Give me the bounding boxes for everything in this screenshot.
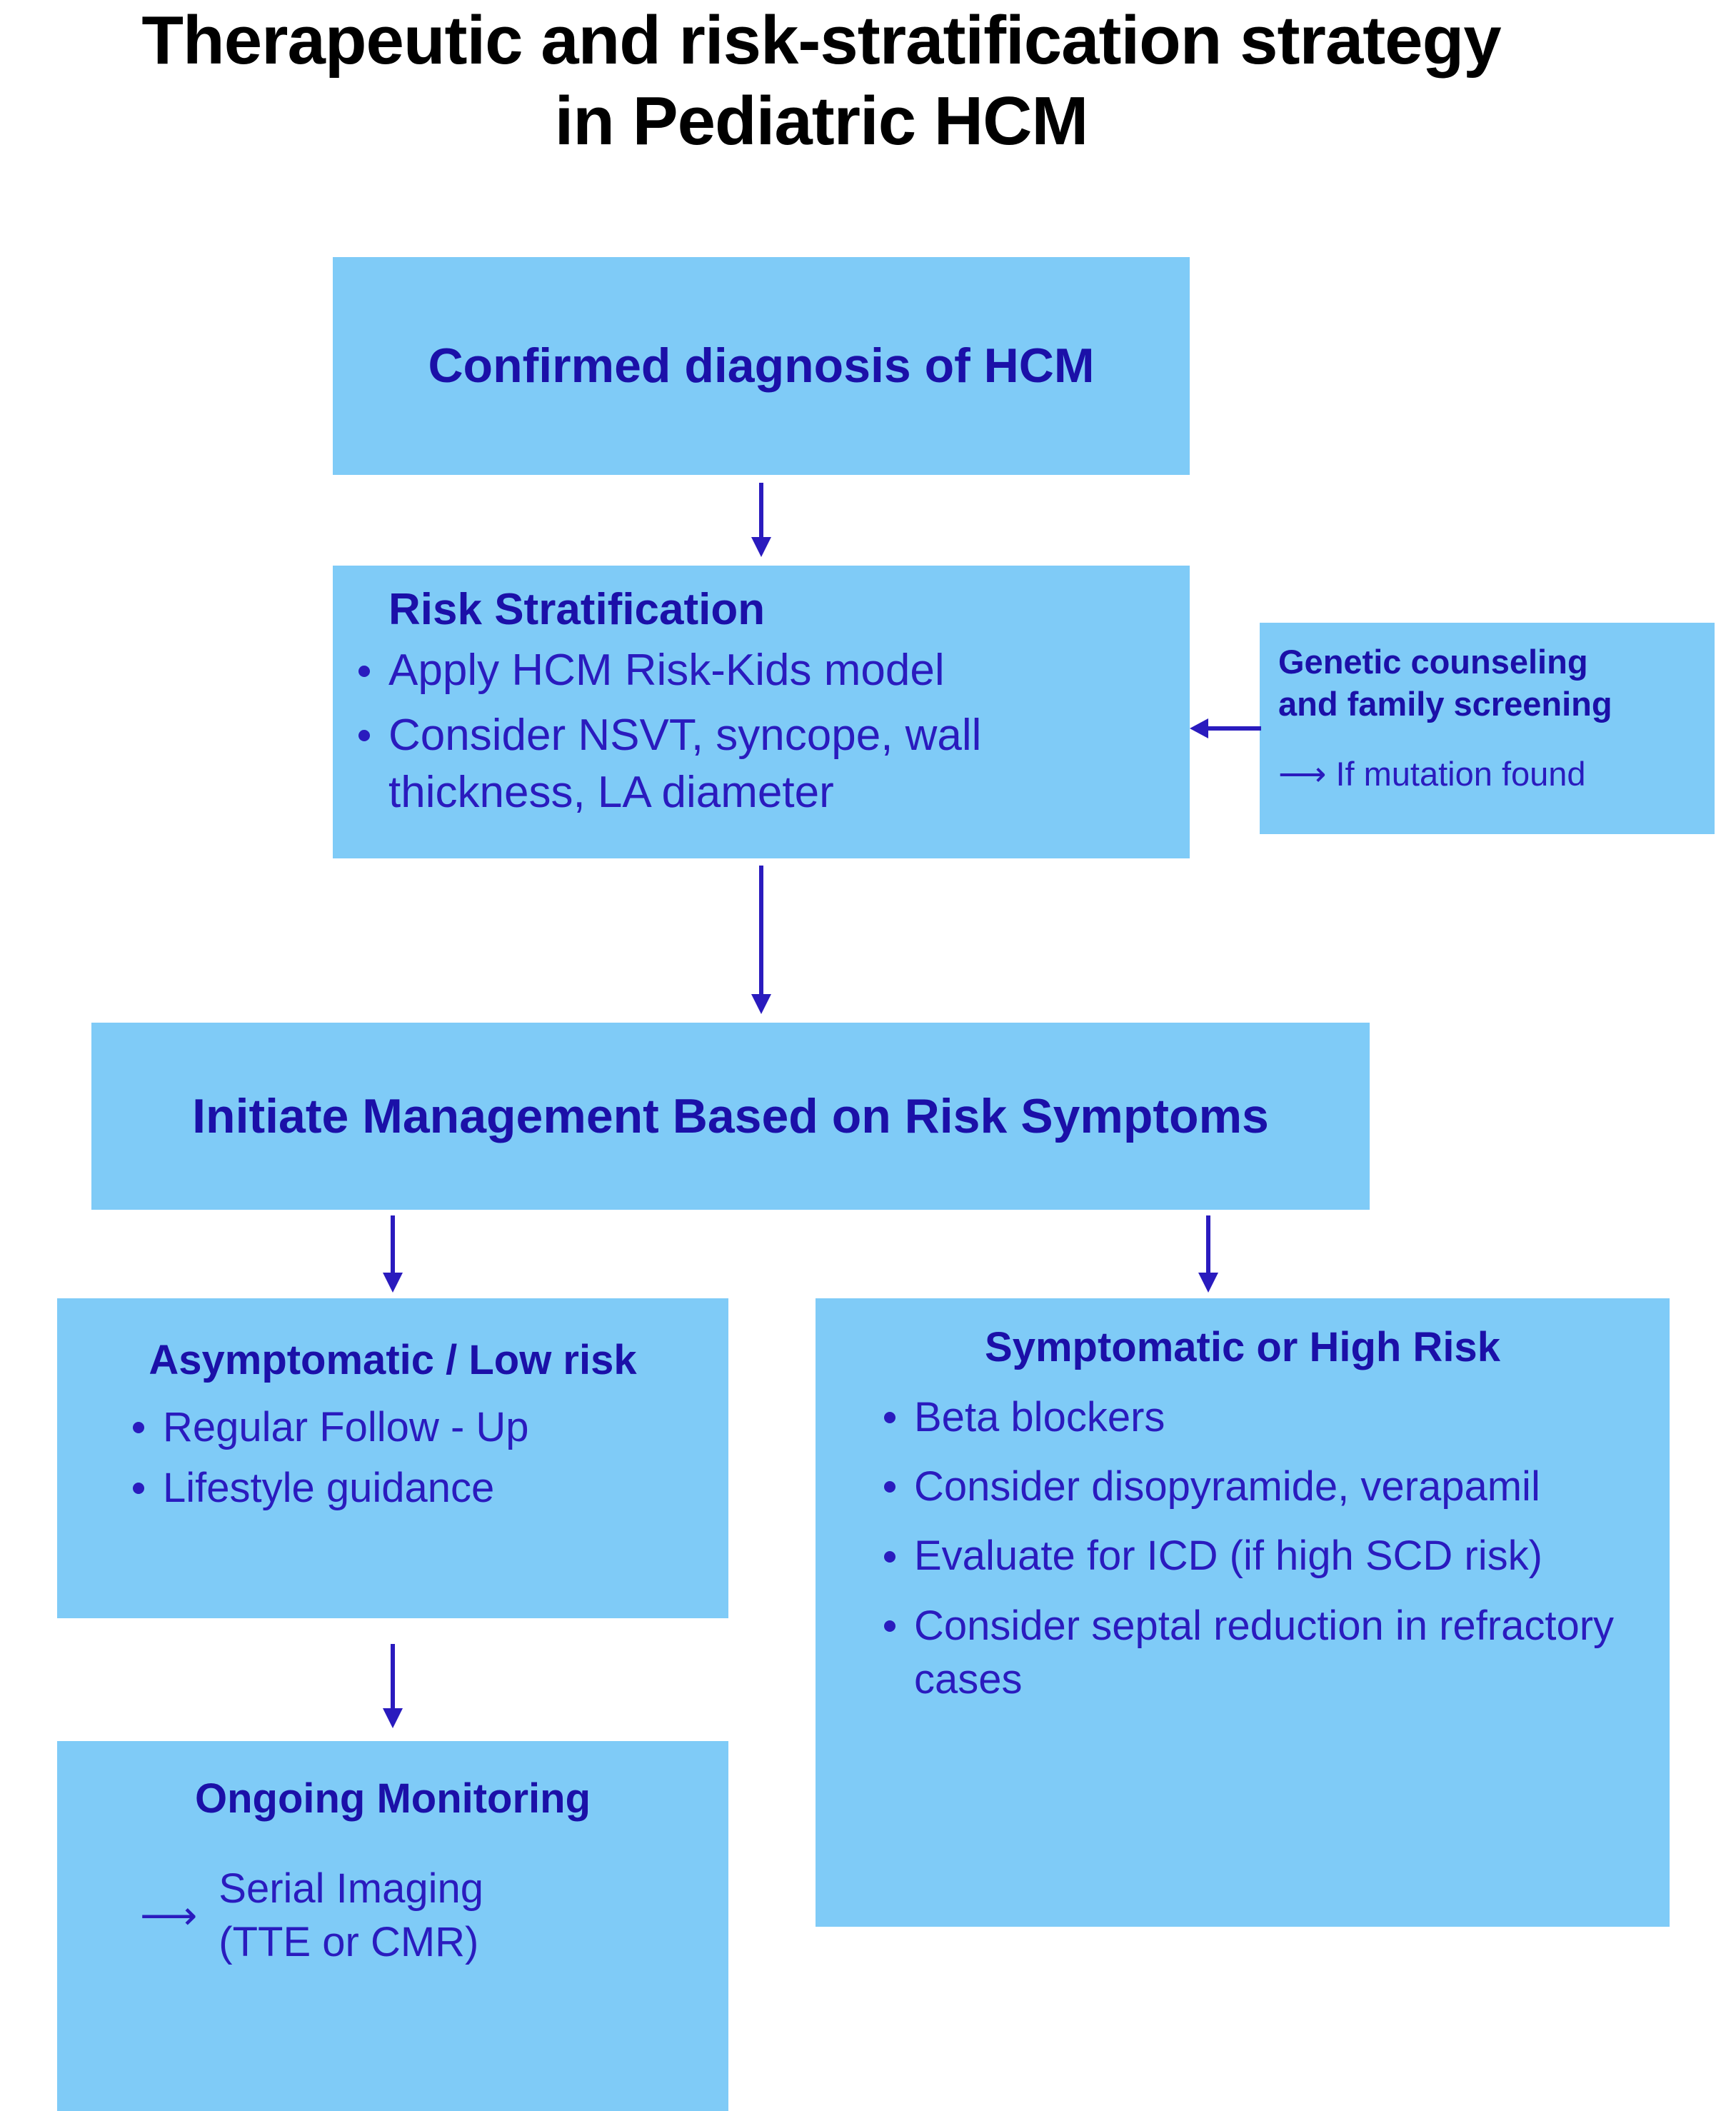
list-item: Regular Follow - Up <box>123 1400 714 1454</box>
edge-shaft <box>1206 1215 1210 1274</box>
edge-initiate-to-low-risk-arrow <box>378 1215 407 1293</box>
page-title-line-1: Therapeutic and risk-stratification stra… <box>141 2 1501 79</box>
node-genetic-counseling[interactable]: Genetic counseling and family screening … <box>1260 623 1715 834</box>
node-initiate-management-heading: Initiate Management Based on Risk Sympto… <box>192 1088 1269 1143</box>
node-confirmed-diagnosis-heading: Confirmed diagnosis of HCM <box>428 339 1095 393</box>
node-high-risk-bullets: Beta blockers Consider disopyramide, ver… <box>830 1390 1655 1707</box>
edge-shaft <box>759 483 763 538</box>
node-genetic-counseling-heading: Genetic counseling and family screening <box>1278 641 1699 726</box>
list-item: Beta blockers <box>874 1390 1655 1444</box>
edge-shaft <box>391 1644 395 1710</box>
arrow-head-down-icon <box>751 537 771 557</box>
node-genetic-counseling-heading-line-1: Genetic counseling <box>1278 643 1588 681</box>
arrow-head-down-icon <box>1198 1273 1218 1293</box>
list-item: Consider disopyramide, verapamil <box>874 1460 1655 1513</box>
node-high-risk[interactable]: Symptomatic or High Risk Beta blockers C… <box>816 1298 1670 1927</box>
list-item: Evaluate for ICD (if high SCD risk) <box>874 1529 1655 1583</box>
edge-shaft <box>391 1215 395 1274</box>
arrow-head-left-icon <box>1190 718 1208 738</box>
arrow-head-down-icon <box>383 1273 403 1293</box>
edge-shaft <box>759 866 763 996</box>
node-low-risk-bullets: Regular Follow - Up Lifestyle guidance <box>71 1400 714 1515</box>
arrow-head-down-icon <box>751 994 771 1014</box>
arrow-right-icon: ⟶ <box>140 1892 198 1938</box>
node-confirmed-diagnosis[interactable]: Confirmed diagnosis of HCM <box>333 257 1190 475</box>
node-high-risk-heading: Symptomatic or High Risk <box>985 1324 1500 1370</box>
edge-diagnosis-to-risk-arrow <box>747 483 776 557</box>
node-genetic-counseling-heading-line-2: and family screening <box>1278 684 1612 723</box>
node-ongoing-monitoring[interactable]: Ongoing Monitoring ⟶ Serial Imaging (TTE… <box>57 1741 728 2111</box>
arrow-head-down-icon <box>383 1708 403 1728</box>
edge-genetic-to-risk-arrow <box>1190 714 1261 743</box>
edge-shaft <box>1207 726 1261 731</box>
node-initiate-management[interactable]: Initiate Management Based on Risk Sympto… <box>91 1023 1370 1210</box>
node-low-risk[interactable]: Asymptomatic / Low risk Regular Follow -… <box>57 1298 728 1618</box>
edge-low-risk-to-monitoring-arrow <box>378 1644 407 1728</box>
node-risk-stratification-bullets: Apply HCM Risk-Kids model Consider NSVT,… <box>348 642 1174 822</box>
node-genetic-counseling-condition-text: If mutation found <box>1335 754 1586 793</box>
edge-initiate-to-high-risk-arrow <box>1194 1215 1223 1293</box>
node-ongoing-monitoring-detail: ⟶ Serial Imaging (TTE or CMR) <box>71 1862 714 1970</box>
arrow-right-icon: ⟶ <box>1278 754 1327 793</box>
edge-risk-to-initiate-arrow <box>747 866 776 1014</box>
list-item: Consider septal reduction in refractory … <box>874 1599 1655 1707</box>
node-risk-stratification[interactable]: Risk Stratification Apply HCM Risk-Kids … <box>333 566 1190 858</box>
node-ongoing-monitoring-detail-text: Serial Imaging (TTE or CMR) <box>219 1862 483 1970</box>
node-low-risk-heading: Asymptomatic / Low risk <box>149 1337 637 1383</box>
node-risk-stratification-heading: Risk Stratification <box>388 585 766 634</box>
node-ongoing-monitoring-detail-line-1: Serial Imaging <box>219 1865 484 1912</box>
node-genetic-counseling-condition: ⟶ If mutation found <box>1278 754 1699 794</box>
page-title: Therapeutic and risk-stratification stra… <box>0 0 1642 162</box>
page-title-line-2: in Pediatric HCM <box>554 83 1089 160</box>
list-item: Consider NSVT, syncope, wall thickness, … <box>348 707 1174 822</box>
list-item: Lifestyle guidance <box>123 1461 714 1515</box>
node-ongoing-monitoring-detail-line-2: (TTE or CMR) <box>219 1919 479 1966</box>
node-ongoing-monitoring-heading: Ongoing Monitoring <box>194 1775 591 1822</box>
list-item: Apply HCM Risk-Kids model <box>348 642 1174 700</box>
